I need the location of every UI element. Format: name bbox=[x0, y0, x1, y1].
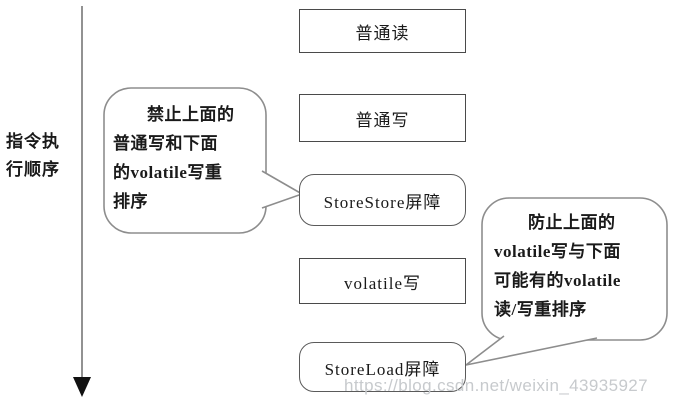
execution-order-label: 指令执 行顺序 bbox=[6, 128, 68, 184]
execution-order-label-line2: 行顺序 bbox=[6, 160, 60, 179]
right-callout-line: 读/写重排序 bbox=[494, 300, 587, 319]
left-callout-line: 排序 bbox=[113, 192, 148, 211]
right-callout-line: 可能有的volatile bbox=[494, 271, 621, 290]
box-normal-write: 普通写 bbox=[299, 94, 466, 142]
left-callout-line: 禁止上面的 bbox=[147, 105, 235, 124]
execution-order-label-line1: 指令执 bbox=[6, 132, 60, 151]
box-storeload-barrier: StoreLoad屏障 bbox=[299, 342, 466, 392]
left-callout-bubble bbox=[103, 87, 267, 234]
left-callout-line: 的volatile写重 bbox=[113, 163, 223, 182]
box-volatile-write-label: volatile写 bbox=[344, 273, 421, 293]
left-callout-tail bbox=[261, 170, 304, 209]
box-volatile-write: volatile写 bbox=[299, 258, 466, 304]
box-normal-write-label: 普通写 bbox=[355, 110, 410, 130]
left-callout-text: 禁止上面的 普通写和下面 的volatile写重 排序 bbox=[113, 100, 261, 216]
box-storeload-barrier-label: StoreLoad屏障 bbox=[324, 359, 441, 379]
csdn-watermark: https://blog.csdn.net/weixin_43935927 bbox=[344, 376, 649, 395]
box-normal-read-label: 普通读 bbox=[355, 23, 410, 43]
box-normal-read: 普通读 bbox=[299, 9, 466, 53]
box-storestore-barrier-label: StoreStore屏障 bbox=[323, 192, 442, 212]
right-callout-line: volatile写与下面 bbox=[494, 242, 621, 261]
right-callout-line: 防止上面的 bbox=[528, 213, 616, 232]
right-callout-tail bbox=[465, 335, 598, 366]
left-callout-line: 普通写和下面 bbox=[113, 134, 218, 153]
right-callout-text: 防止上面的 volatile写与下面 可能有的volatile 读/写重排序 bbox=[494, 208, 660, 324]
execution-order-arrowhead bbox=[73, 377, 91, 397]
box-storestore-barrier: StoreStore屏障 bbox=[299, 174, 466, 226]
